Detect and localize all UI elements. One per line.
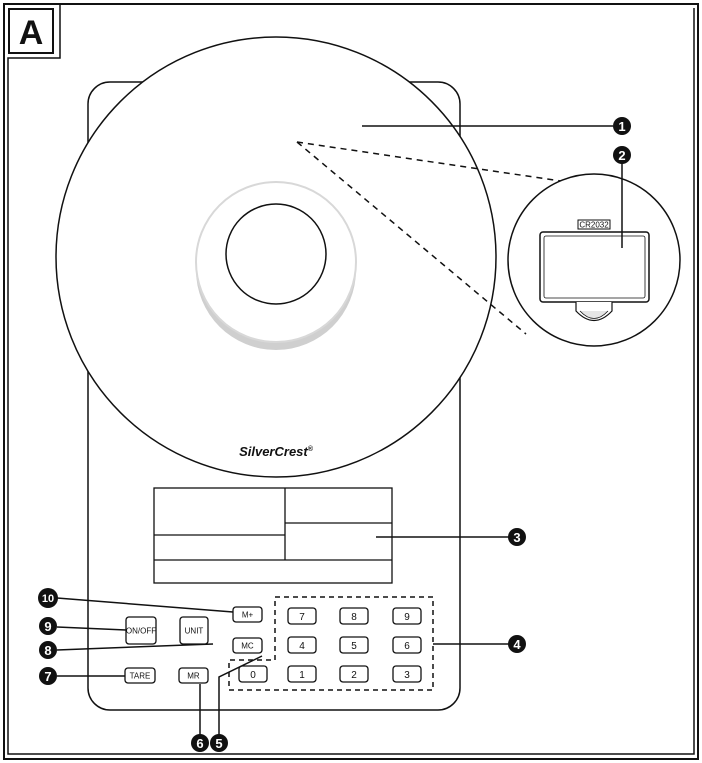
tare-button-label: TARE: [130, 672, 151, 681]
figure-label-box: [8, 8, 54, 54]
battery-latch-tab: [579, 310, 609, 319]
callout-5-dot: [210, 734, 228, 752]
key-6[interactable]: [392, 636, 422, 654]
mr-button[interactable]: [178, 667, 209, 684]
key-9[interactable]: [392, 607, 422, 625]
callout-9: 9: [44, 619, 51, 634]
figure-label: A: [19, 14, 44, 52]
leader-10: [56, 597, 234, 613]
callout-7-dot: [39, 667, 57, 685]
callout-4-dot: [508, 635, 526, 653]
brand-logo: SilverCrest®: [239, 444, 314, 459]
callout-3-dot: [508, 528, 526, 546]
m-plus-button-label: M+: [242, 611, 254, 620]
key-3-label: 3: [404, 670, 410, 681]
mr-button-label: MR: [187, 672, 200, 681]
callout-leaders: [56, 125, 623, 746]
key-0-label: 0: [250, 670, 256, 681]
keypad: 7 8 9 4 5 6 0 1 2 3: [238, 607, 422, 683]
callout-3: 3: [513, 530, 520, 545]
brand-mark: ®: [308, 445, 314, 453]
leader-9: [56, 626, 127, 631]
key-1[interactable]: [287, 665, 317, 683]
brand-name: SilverCrest: [239, 444, 308, 459]
battery-compartment: [539, 231, 650, 303]
battery-compartment-inner: [543, 235, 646, 299]
key-5-label: 5: [351, 641, 357, 652]
callout-10: 10: [42, 593, 54, 605]
key-4-label: 4: [299, 641, 305, 652]
battery-label: CR2032: [579, 221, 609, 230]
zoom-line-bottom: [296, 141, 527, 335]
key-7[interactable]: [287, 607, 317, 625]
callout-8: 8: [44, 643, 51, 658]
battery-label-box: [577, 219, 611, 230]
callout-1-dot: [613, 117, 631, 135]
zoom-line-top: [296, 141, 609, 189]
callout-2: 2: [618, 148, 625, 163]
key-9-label: 9: [404, 612, 410, 623]
key-8[interactable]: [339, 607, 369, 625]
outer-frame: [3, 3, 699, 760]
leader-8: [56, 643, 214, 651]
callout-6-dot: [191, 734, 209, 752]
key-2[interactable]: [339, 665, 369, 683]
unit-button-label: UNIT: [185, 627, 204, 636]
callout-9-dot: [39, 617, 57, 635]
callout-1: 1: [618, 119, 625, 134]
on-off-button[interactable]: [125, 616, 157, 645]
callout-5: 5: [215, 736, 222, 751]
key-3[interactable]: [392, 665, 422, 683]
callouts: 1 2 3 4 5 6 7 8 9 10: [38, 117, 631, 752]
key-0[interactable]: [238, 665, 268, 683]
key-6-label: 6: [404, 641, 410, 652]
m-plus-button[interactable]: [232, 606, 263, 623]
key-5[interactable]: [339, 636, 369, 654]
mc-button[interactable]: [232, 637, 263, 654]
callout-10-dot: [38, 588, 58, 608]
key-8-label: 8: [351, 612, 357, 623]
callout-2-dot: [613, 146, 631, 164]
key-7-label: 7: [299, 612, 305, 623]
center-disc-inner: [225, 203, 327, 305]
key-4[interactable]: [287, 636, 317, 654]
callout-4: 4: [513, 637, 521, 652]
keypad-area: [228, 596, 434, 691]
on-off-button-label: ON/OFF: [126, 627, 156, 636]
inner-frame: [7, 4, 695, 755]
key-2-label: 2: [351, 670, 357, 681]
mc-button-label: MC: [241, 642, 254, 651]
callout-7: 7: [44, 669, 51, 684]
key-1-label: 1: [299, 670, 305, 681]
callout-8-dot: [39, 641, 57, 659]
callout-6: 6: [196, 736, 203, 751]
leader-5: [218, 655, 263, 746]
